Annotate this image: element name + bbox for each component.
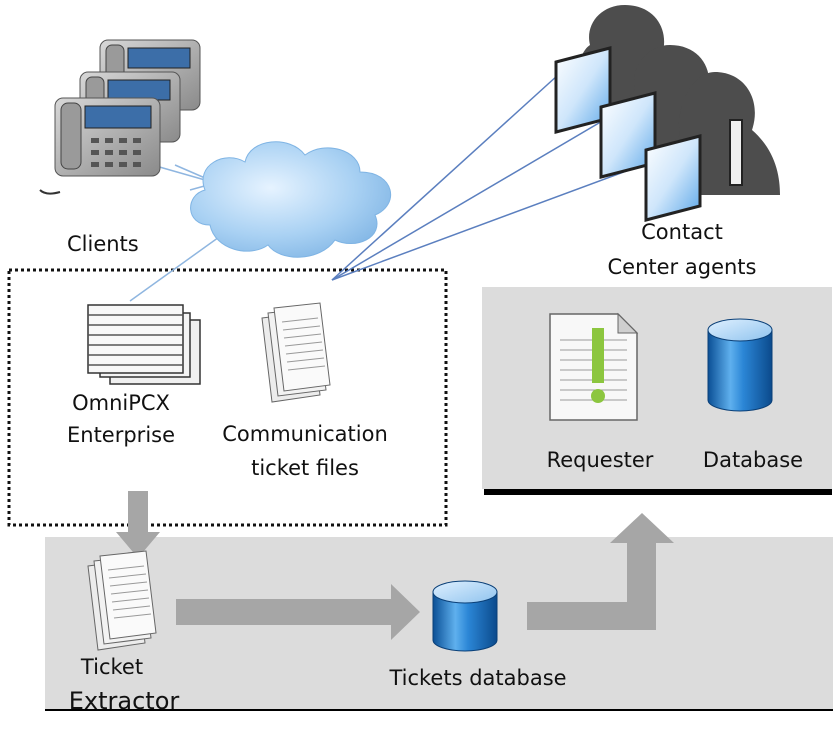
contact-center-label-line2: Center agents [607,255,757,279]
phones-icon [39,39,201,195]
server-stack-icon [87,304,201,385]
cloud-icon [190,141,392,258]
ticket-extractor-label-line2: Extractor [68,687,180,715]
ticket-files-icon [261,302,331,403]
database-icon [707,318,773,412]
comm-files-label-line2: ticket files [251,456,359,480]
omnipcx-label-line1: OmniPCX [72,391,170,415]
requester-label: Requester [546,448,654,472]
ticket-extractor-icon [87,550,157,651]
comm-files-label-line1: Communication [222,422,388,446]
ticket-extractor-label-line1: Ticket [80,655,144,679]
top-right-panel [482,287,832,495]
clients-label: Clients [67,232,139,256]
agents-icon [554,5,780,222]
arrow-elbow-up [527,513,674,630]
flow-arrows [116,491,674,640]
arrow-right [176,584,420,640]
database-label: Database [702,448,804,472]
tickets-database-label: Tickets database [389,666,567,690]
enterprise-dotted-box [7,268,448,527]
contact-center-label-line1: Contact [641,220,723,244]
tickets-database-icon [432,580,498,652]
omnipcx-label-line2: Enterprise [66,423,176,447]
requester-icon [549,312,639,421]
arrow-down [116,491,160,558]
